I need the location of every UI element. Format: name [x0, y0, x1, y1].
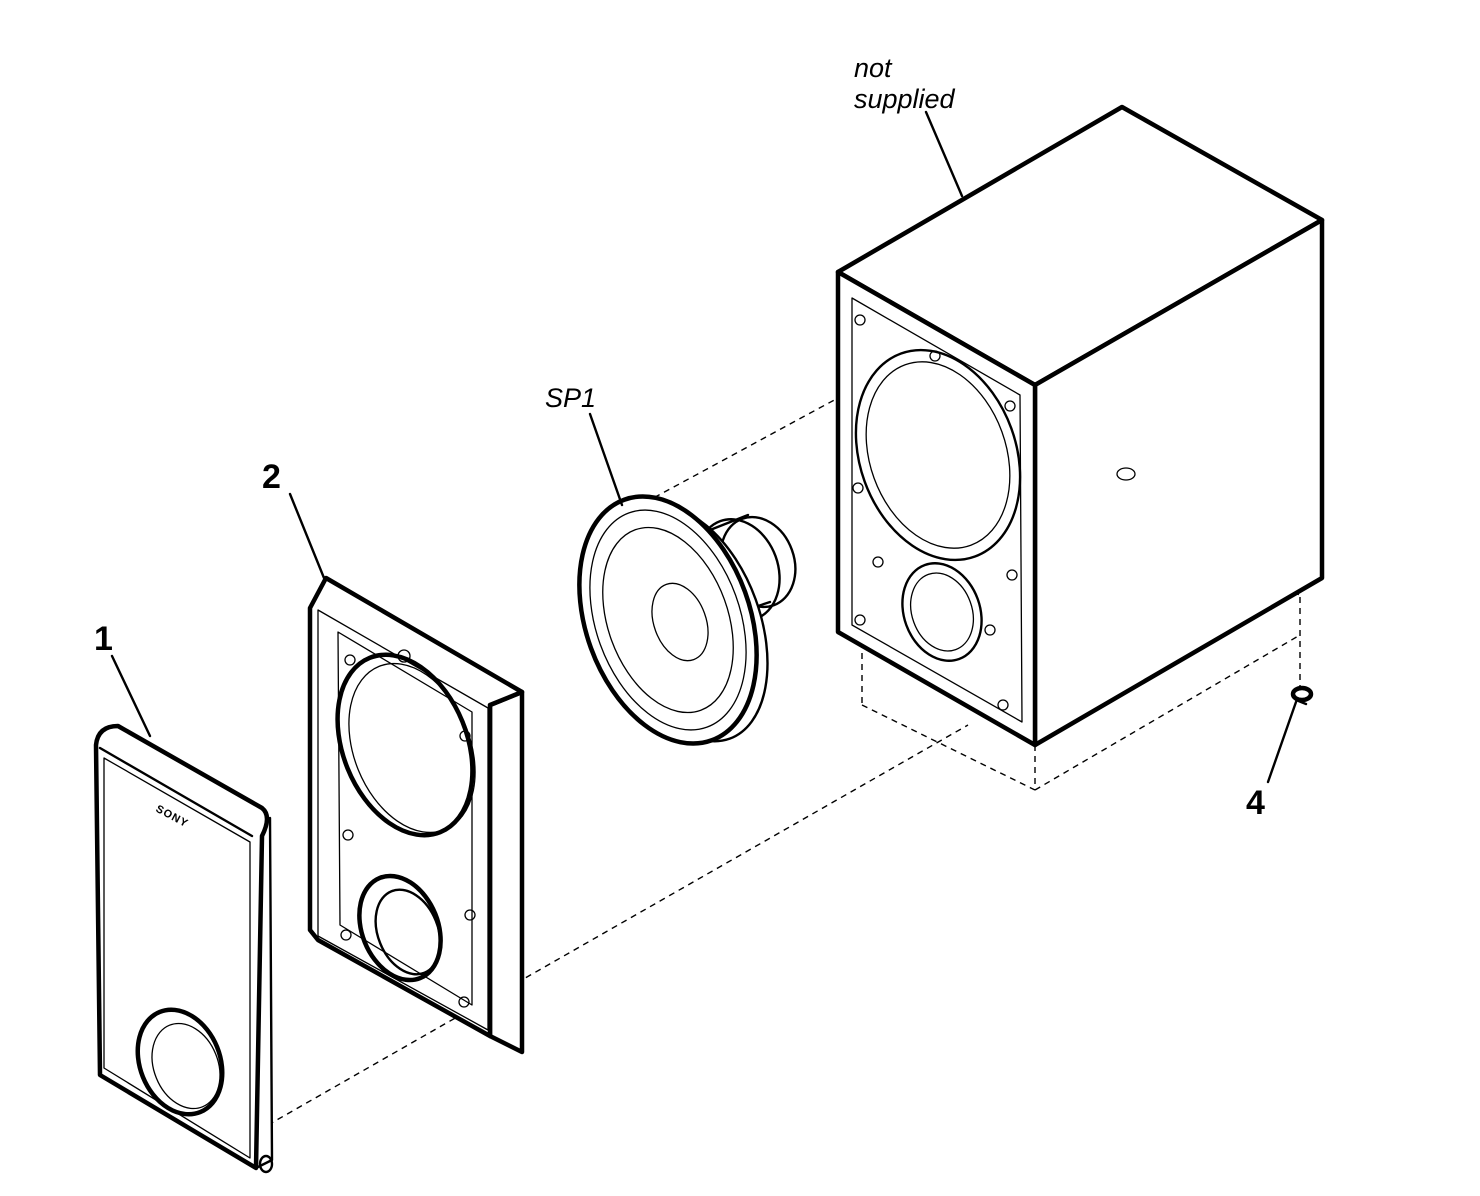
part2-label: 2 [262, 458, 281, 496]
part4-leader [1266, 700, 1298, 784]
speaker-unit [577, 494, 797, 746]
not-supplied-label-line2: supplied [854, 84, 956, 114]
front-grille: SONY [93, 723, 274, 1174]
part1-leader [110, 654, 152, 738]
not-supplied-leader [924, 110, 964, 198]
sp1-label: SP1 [545, 383, 596, 413]
part4-label: 4 [1246, 784, 1265, 822]
baffle-board [307, 575, 525, 1055]
not-supplied-label-line1: not [854, 53, 893, 83]
speaker-cabinet [835, 104, 1325, 748]
foot-part [1290, 685, 1314, 706]
part1-label: 1 [94, 620, 113, 658]
sp1-leader [588, 412, 624, 507]
part2-leader [288, 492, 326, 580]
